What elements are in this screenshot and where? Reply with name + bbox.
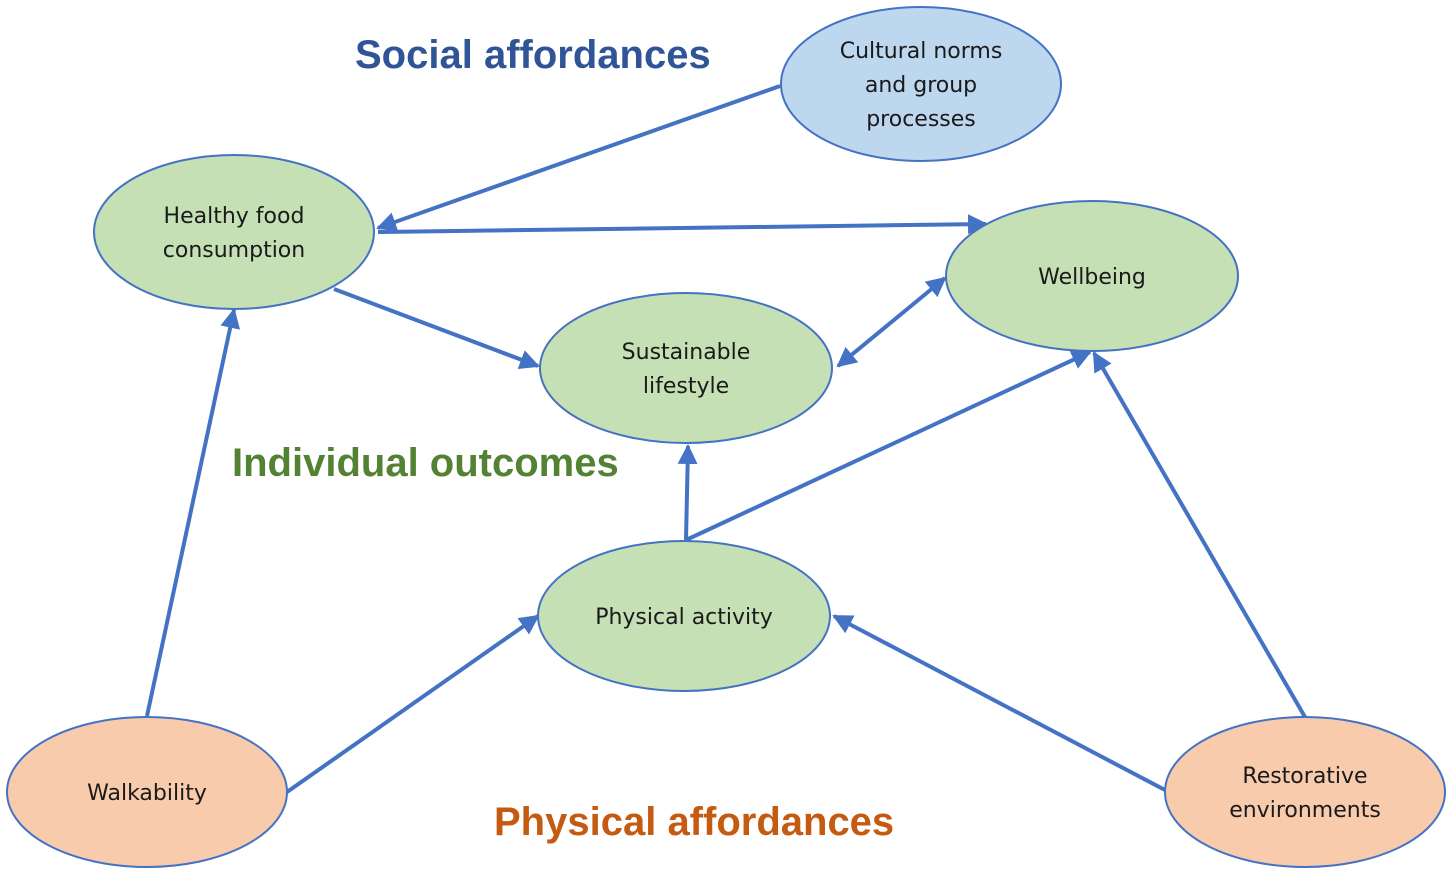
edge-healthy-food-to-wellbeing bbox=[377, 214, 988, 235]
node-cultural-norms-label-line-2: and group bbox=[865, 73, 977, 98]
nodes-layer: Cultural norms and group processesHealthy … bbox=[6, 6, 1446, 868]
node-sustainable: Sustainable lifestyle bbox=[539, 292, 833, 444]
edge-restorative-to-physical-activity bbox=[832, 614, 1166, 792]
node-healthy-food-shape bbox=[93, 154, 375, 310]
node-restorative-shape bbox=[1164, 716, 1446, 868]
node-physical-activity: Physical activity bbox=[537, 540, 831, 692]
node-physical-activity-label-line-1: Physical activity bbox=[595, 605, 773, 630]
node-wellbeing-shape bbox=[945, 200, 1239, 352]
edge-walkability-to-physical-activity bbox=[285, 614, 540, 794]
node-sustainable-label-line-1: Sustainable bbox=[622, 340, 751, 365]
node-walkability: Walkability bbox=[6, 716, 288, 868]
node-physical-activity-shape bbox=[537, 540, 831, 692]
edge-cultural-norms-to-healthy-food bbox=[376, 84, 781, 232]
node-restorative: Restorative environments bbox=[1164, 716, 1446, 868]
node-wellbeing-label-line-1: Wellbeing bbox=[1038, 265, 1146, 290]
node-restorative-label-line-1: Restorative bbox=[1242, 764, 1367, 789]
section-title-physical: Physical affordances bbox=[494, 800, 894, 844]
node-cultural-norms-shape bbox=[780, 6, 1062, 162]
node-cultural-norms: Cultural norms and group processes bbox=[780, 6, 1062, 162]
node-healthy-food-label-line-1: Healthy food bbox=[164, 204, 305, 229]
edge-walkability-to-healthy-food bbox=[145, 308, 241, 717]
node-cultural-norms-label-line-1: Cultural norms bbox=[840, 39, 1003, 64]
node-healthy-food-label-line-2: consumption bbox=[163, 238, 305, 263]
edges-layer bbox=[145, 84, 1307, 794]
node-walkability-shape bbox=[6, 716, 288, 868]
edge-restorative-to-wellbeing bbox=[1092, 351, 1307, 719]
edge-sustainable-to-wellbeing bbox=[836, 276, 947, 368]
node-sustainable-label-line-2: lifestyle bbox=[643, 374, 729, 399]
edge-physical-activity-to-wellbeing bbox=[685, 350, 1092, 542]
edge-physical-activity-to-sustainable bbox=[677, 444, 698, 541]
node-restorative-label-line-2: environments bbox=[1229, 798, 1381, 823]
node-walkability-label-line-1: Walkability bbox=[87, 781, 207, 806]
node-wellbeing: Wellbeing bbox=[945, 200, 1239, 352]
node-healthy-food: Healthy food consumption bbox=[93, 154, 375, 310]
section-title-individual: Individual outcomes bbox=[232, 441, 619, 485]
section-title-social: Social affordances bbox=[355, 33, 711, 77]
node-sustainable-shape bbox=[539, 292, 833, 444]
node-cultural-norms-label-line-3: processes bbox=[866, 107, 976, 132]
edge-healthy-food-to-sustainable bbox=[333, 287, 540, 369]
